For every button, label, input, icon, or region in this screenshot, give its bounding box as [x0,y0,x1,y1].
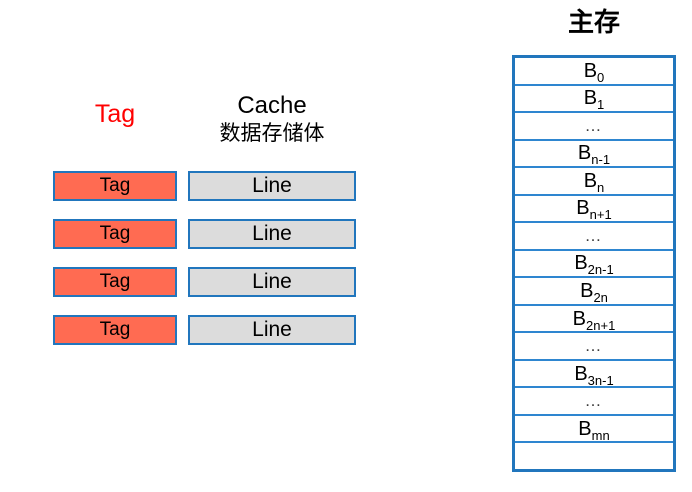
memory-block-subscript: 1 [597,97,605,113]
memory-block-ellipsis: … [584,336,604,356]
memory-block-label: B1 [583,87,605,113]
memory-block-label: Bn-1 [577,142,611,168]
memory-block-subscript: mn [591,427,610,443]
cache-data-header-line2: 数据存储体 [219,122,325,145]
memory-block-ellipsis: … [584,225,604,245]
memory-block-row: B3n-1 [515,361,673,389]
memory-block-subscript: 2n+1 [586,317,616,333]
cache-data-header-line1: Cache [237,92,307,119]
memory-block-label: Bmn [578,417,610,443]
cache-row: Tag Line [0,315,420,347]
memory-block-row: B1 [515,86,673,114]
memory-block-row: … [515,388,673,416]
memory-block-row: Bmn [515,416,673,444]
memory-block-row: … [515,333,673,361]
cache-tag-cell: Tag [53,267,177,297]
memory-block-label: B2n-1 [574,252,614,278]
memory-block-row: Bn+1 [515,196,673,224]
memory-block-subscript: 0 [597,69,605,85]
cache-row: Tag Line [0,267,420,299]
cache-line-cell: Line [188,219,356,249]
memory-block-subscript: n+1 [589,207,612,223]
memory-block-row: B2n-1 [515,251,673,279]
memory-block-label: B2n+1 [572,307,616,333]
memory-block-ellipsis: … [584,391,604,411]
memory-block-subscript: 2n-1 [587,262,614,278]
memory-block-label: B2n [580,280,608,306]
memory-block-row: … [515,223,673,251]
memory-block-row: B2n+1 [515,306,673,334]
cache-line-cell: Line [188,315,356,345]
memory-block-row: B2n [515,278,673,306]
memory-block-subscript: n-1 [591,152,611,168]
cache-row: Tag Line [0,219,420,251]
main-memory-title: 主存 [567,7,620,37]
cache-tag-header-label: Tag [94,100,136,128]
memory-block-row: Bn [515,168,673,196]
memory-block-ellipsis: … [584,115,604,135]
memory-block-row: B0 [515,58,673,86]
cache-line-cell: Line [188,267,356,297]
memory-block-subscript: 2n [593,290,608,306]
cache-tag-cell: Tag [53,315,177,345]
cache-line-cell: Line [188,171,356,201]
memory-block-row: … [515,113,673,141]
cache-data-header-label: Cache 数据存储体 [188,92,356,147]
memory-block-row: Bn-1 [515,141,673,169]
memory-block-row [515,443,673,469]
cache-panel: Tag Cache 数据存储体 Tag Line Tag Line Tag Li… [0,92,420,347]
cache-tag-cell: Tag [53,219,177,249]
memory-block-label: B0 [583,59,605,85]
memory-block-subscript: 3n-1 [587,372,614,388]
cache-tag-cell: Tag [53,171,177,201]
memory-block-label: B3n-1 [574,362,614,388]
memory-block-subscript: n [597,179,605,195]
memory-block-label: Bn [583,169,605,195]
cache-row: Tag Line [0,171,420,203]
memory-block-label: Bn+1 [576,197,612,223]
